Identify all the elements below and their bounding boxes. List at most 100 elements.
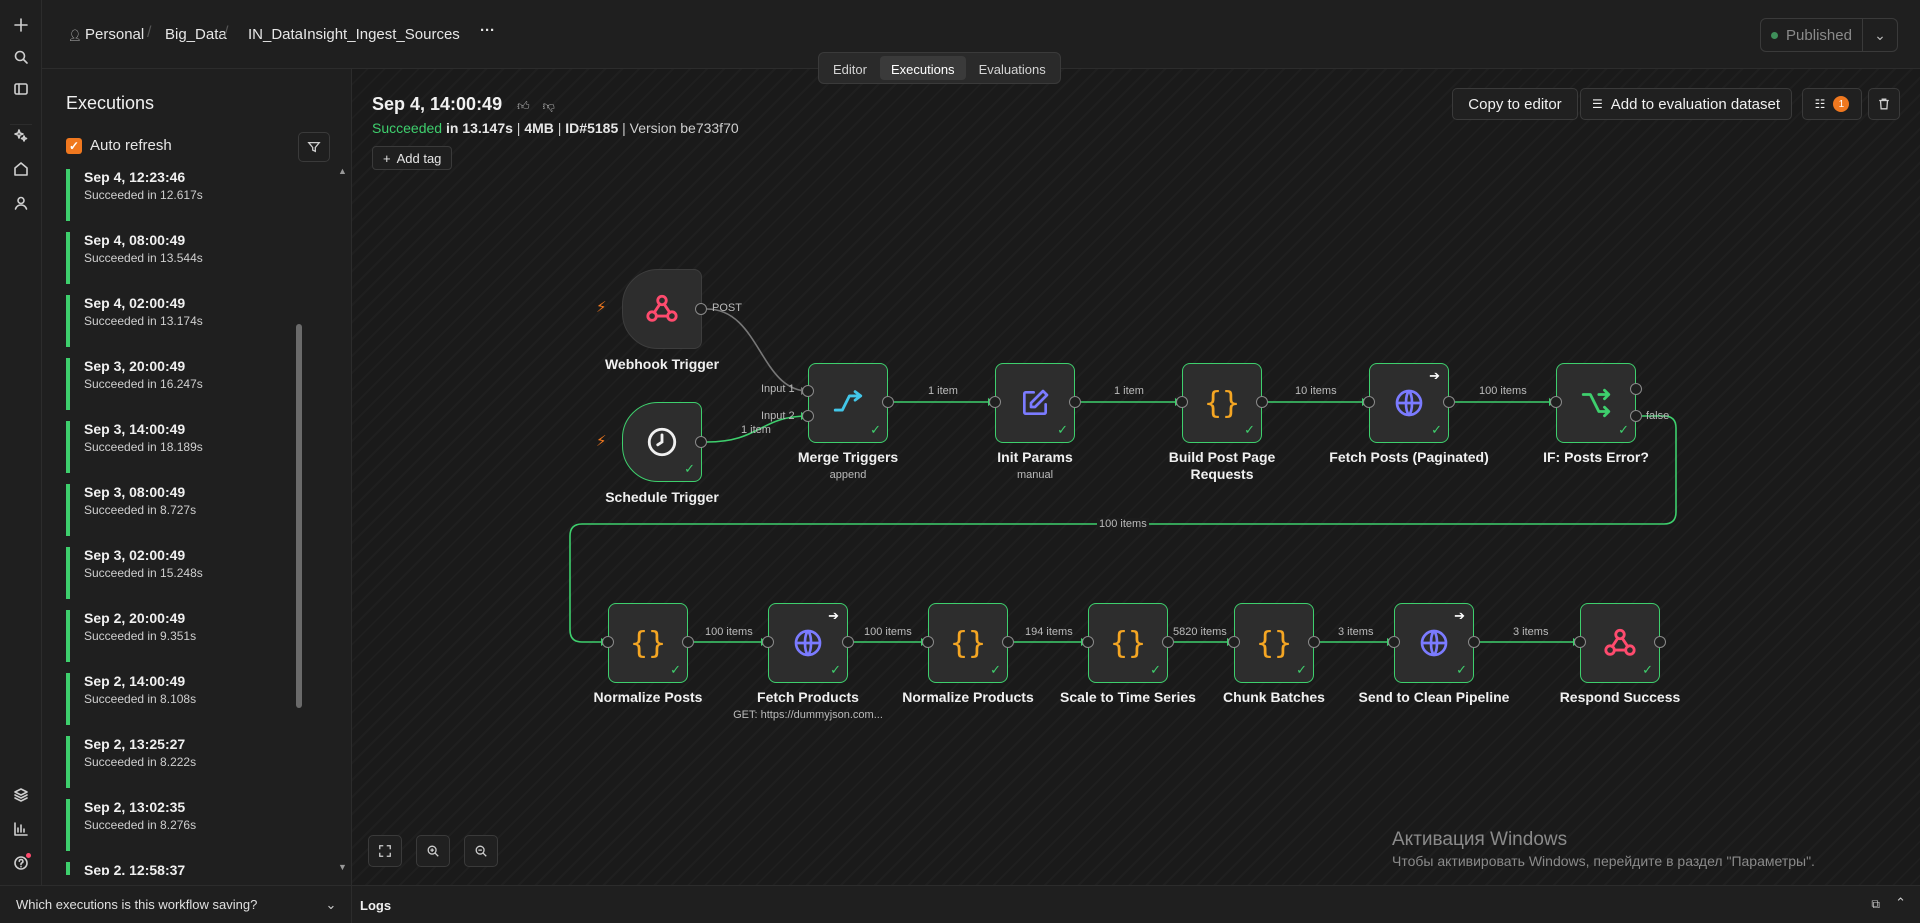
node-fetch-posts[interactable]: ➔ ✓ <box>1369 363 1449 443</box>
more-options-icon[interactable]: ··· <box>480 22 495 39</box>
node-schedule-trigger[interactable]: ✓ <box>622 402 702 482</box>
delete-button[interactable] <box>1868 88 1900 120</box>
saving-settings-question[interactable]: Which executions is this workflow saving… <box>0 885 352 923</box>
node-merge-triggers[interactable]: ✓ <box>808 363 888 443</box>
pop-out-icon[interactable]: ⧉ <box>1871 897 1880 911</box>
input-handle[interactable] <box>802 410 814 422</box>
filter-button[interactable] <box>298 132 330 162</box>
execution-item[interactable]: Sep 2, 12:58:37 <box>66 862 312 875</box>
annotations-button[interactable]: ☷1 <box>1802 88 1862 120</box>
input-handle[interactable] <box>602 636 614 648</box>
sparkle-icon[interactable] <box>10 124 32 146</box>
input-handle[interactable] <box>1228 636 1240 648</box>
workflow-canvas[interactable] <box>352 69 1920 885</box>
published-button[interactable]: Published <box>1761 19 1863 51</box>
workflow-name[interactable]: IN_DataInsight_Ingest_Sources <box>248 26 460 43</box>
copy-to-editor-button[interactable]: Copy to editor <box>1452 88 1578 120</box>
scrollbar-thumb[interactable] <box>296 324 302 708</box>
node-scale-to-time-series[interactable]: {} ✓ <box>1088 603 1168 683</box>
chart-icon[interactable] <box>10 818 32 840</box>
true-output-handle[interactable] <box>1630 383 1642 395</box>
output-handle[interactable] <box>1069 396 1081 408</box>
tab-executions[interactable]: Executions <box>879 56 966 80</box>
output-handle[interactable] <box>882 396 894 408</box>
input-handle[interactable] <box>762 636 774 648</box>
connection-label: 100 items <box>864 626 912 638</box>
plus-icon[interactable] <box>10 14 32 36</box>
output-handle[interactable] <box>1256 396 1268 408</box>
code-braces-icon: {} <box>629 625 667 661</box>
chevron-up-icon[interactable]: ⌃ <box>1895 895 1906 910</box>
breadcrumb-folder[interactable]: Big_Data <box>165 26 227 43</box>
scroll-up-icon[interactable]: ▲ <box>338 166 347 176</box>
zoom-in-button[interactable] <box>416 835 450 867</box>
output-handle[interactable] <box>695 303 707 315</box>
published-control[interactable]: Published ⌄ <box>1760 18 1898 52</box>
tab-evaluations[interactable]: Evaluations <box>978 62 1046 77</box>
fit-view-button[interactable] <box>368 835 402 867</box>
logs-bar[interactable]: Logs ⧉ ⌃ <box>352 885 1920 923</box>
input-handle[interactable] <box>1550 396 1562 408</box>
globe-icon <box>1391 385 1427 421</box>
input-handle[interactable] <box>1176 396 1188 408</box>
output-handle[interactable] <box>1308 636 1320 648</box>
output-handle[interactable] <box>682 636 694 648</box>
auto-refresh-toggle[interactable]: ✓ Auto refresh <box>66 137 172 154</box>
input-handle[interactable] <box>1363 396 1375 408</box>
output-handle[interactable] <box>1162 636 1174 648</box>
node-fetch-products[interactable]: ➔ ✓ <box>768 603 848 683</box>
node-send-to-clean-pipeline[interactable]: ➔ ✓ <box>1394 603 1474 683</box>
output-handle[interactable] <box>842 636 854 648</box>
layers-icon[interactable] <box>10 784 32 806</box>
output-handle[interactable] <box>1654 636 1666 648</box>
zoom-out-button[interactable] <box>464 835 498 867</box>
node-subtitle: GET: https://dummyjson.com... <box>733 709 883 721</box>
help-icon[interactable] <box>10 852 32 874</box>
node-normalize-posts[interactable]: {} ✓ <box>608 603 688 683</box>
node-webhook-trigger[interactable] <box>622 269 702 349</box>
input-handle[interactable] <box>802 385 814 397</box>
home-icon[interactable] <box>10 158 32 180</box>
node-respond-success[interactable]: ✓ <box>1580 603 1660 683</box>
output-handle[interactable] <box>1443 396 1455 408</box>
user-icon[interactable] <box>10 192 32 214</box>
chevron-down-icon[interactable]: ⌄ <box>1874 26 1886 43</box>
search-icon[interactable] <box>10 46 32 68</box>
status-dot <box>1771 31 1779 39</box>
node-build-post-page-requests[interactable]: {} ✓ <box>1182 363 1262 443</box>
node-chunk-batches[interactable]: {} ✓ <box>1234 603 1314 683</box>
input-handle[interactable] <box>1388 636 1400 648</box>
input-handle[interactable] <box>989 396 1001 408</box>
input-handle[interactable] <box>1574 636 1586 648</box>
output-handle[interactable] <box>695 436 707 448</box>
scroll-down-icon[interactable]: ▼ <box>338 862 347 872</box>
node-if-posts-error[interactable]: ✓ <box>1556 363 1636 443</box>
input-handle[interactable] <box>922 636 934 648</box>
input-handle[interactable] <box>1082 636 1094 648</box>
node-normalize-products[interactable]: {} ✓ <box>928 603 1008 683</box>
panel-title: Executions <box>66 93 155 113</box>
add-tag-button[interactable]: +Add tag <box>372 146 453 170</box>
thumbs-down-icon[interactable]: 👎︎ <box>542 99 555 113</box>
thumbs-up-icon[interactable]: 👍︎ <box>517 99 530 113</box>
output-handle[interactable] <box>1468 636 1480 648</box>
add-to-evaluation-button[interactable]: ☰Add to evaluation dataset <box>1580 88 1792 120</box>
node-init-params[interactable]: ✓ <box>995 363 1075 443</box>
breadcrumb-project[interactable]: 👤︎ Personal <box>68 26 145 43</box>
check-icon[interactable]: ✓ <box>66 137 82 154</box>
tab-editor[interactable]: Editor <box>833 62 867 77</box>
sidebar-toggle-icon[interactable] <box>10 78 32 100</box>
false-output-handle[interactable] <box>1630 410 1642 422</box>
output-handle[interactable] <box>1002 636 1014 648</box>
